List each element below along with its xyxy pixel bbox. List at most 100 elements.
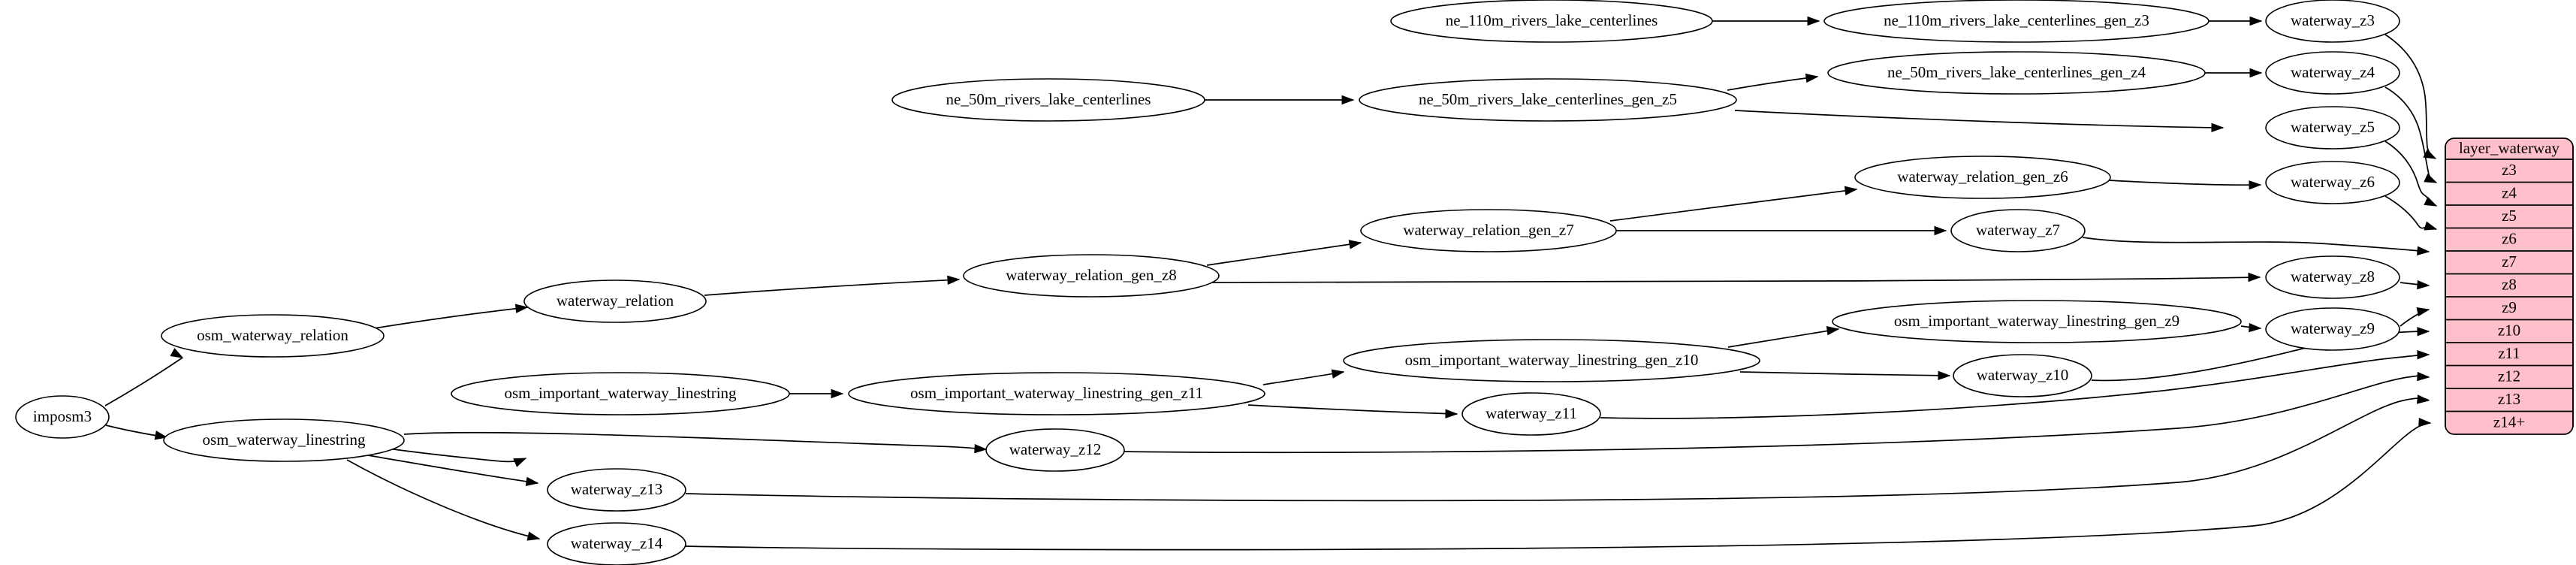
table-cell-label: z5 [2502,207,2517,225]
graph-node-osm_important_waterway_linestring_gen_z10[interactable]: osm_important_waterway_linestring_gen_z1… [1343,339,1760,382]
graph-edge [373,307,528,329]
graph-node-waterway_z8[interactable]: waterway_z8 [2265,255,2400,299]
table-cell-label: z4 [2502,184,2517,202]
graph-node-waterway_z14[interactable]: waterway_z14 [547,522,686,565]
graph-edge [1734,110,2224,128]
edge-arrowhead [1348,240,1362,249]
graph-node-waterway_z4[interactable]: waterway_z4 [2265,51,2400,95]
graph-node-osm_waterway_linestring[interactable]: osm_waterway_linestring [163,418,405,462]
table-row-z4[interactable]: z4 [2445,181,2573,202]
node-label: osm_important_waterway_linestring [504,384,737,402]
graph-node-waterway_z11[interactable]: waterway_z11 [1461,392,1601,436]
graph-node-ne_50m_rivers_lake_centerlines_gen_z4[interactable]: ne_50m_rivers_lake_centerlines_gen_z4 [1827,51,2206,95]
node-ellipse [2265,161,2400,204]
graph-edge [2384,34,2436,159]
graph-node-ne_110m_rivers_lake_centerlines[interactable]: ne_110m_rivers_lake_centerlines [1390,0,1713,43]
table-row-z9[interactable]: z9 [2445,296,2573,316]
node-label: osm_waterway_relation [197,326,348,344]
node-label: ne_110m_rivers_lake_centerlines [1446,11,1658,29]
node-ellipse [1823,0,2210,43]
table-cell-label: z7 [2502,252,2517,270]
table-row-z13[interactable]: z13 [2445,388,2573,408]
graph-node-waterway_relation_gen_z7[interactable]: waterway_relation_gen_z7 [1360,209,1617,252]
graph-node-waterway_z3[interactable]: waterway_z3 [2265,0,2400,43]
node-ellipse [1854,156,2111,199]
node-ellipse [451,372,790,415]
table-row-z7[interactable]: z7 [2445,250,2573,270]
graph-node-osm_important_waterway_linestring_gen_z9[interactable]: osm_important_waterway_linestring_gen_z9 [1832,300,2242,343]
table-row-z3[interactable]: z3 [2445,159,2573,179]
node-label: waterway_z6 [2291,173,2375,191]
node-label: waterway_z14 [571,534,663,552]
edge-arrowhead [2417,371,2430,382]
edge-arrowhead [2249,16,2263,26]
graph-edge [388,448,526,463]
node-ellipse [2265,255,2400,299]
edge-arrowhead [2417,246,2430,255]
table-cell-label: z12 [2498,367,2520,385]
edge-arrowhead [1938,370,1951,381]
table-row-z12[interactable]: z12 [2445,364,2573,385]
graph-node-osm_important_waterway_linestring[interactable]: osm_important_waterway_linestring [451,372,790,415]
graph-node-waterway_z5[interactable]: waterway_z5 [2265,106,2400,150]
node-label: osm_important_waterway_linestring_gen_z1… [910,384,1203,402]
node-ellipse [163,418,405,462]
node-ellipse [2265,307,2400,351]
node-ellipse [1359,78,1737,122]
graph-node-waterway_z9[interactable]: waterway_z9 [2265,307,2400,351]
edge-arrowhead [2249,322,2262,333]
node-label: waterway_z3 [2291,11,2375,29]
graph-node-waterway_relation[interactable]: waterway_relation [523,279,707,323]
graph-edge [367,455,538,484]
table-cell-label: z3 [2502,161,2517,179]
table-row-z11[interactable]: z11 [2445,342,2573,362]
node-label: waterway_z13 [571,480,662,498]
node-ellipse [1461,392,1601,436]
edge-arrowhead [1807,16,1820,26]
layer-waterway-table: layer_waterwayz3z4z5z6z7z8z9z10z11z12z13… [2445,137,2574,435]
node-label: waterway_z8 [2291,267,2375,286]
table-row-z10[interactable]: z10 [2445,319,2573,340]
graph-edge [1727,328,1839,348]
table-cell-label: z11 [2498,344,2520,362]
edge-arrowhead [1331,369,1345,379]
graph-node-waterway_z10[interactable]: waterway_z10 [1953,354,2092,397]
graph-node-waterway_relation_gen_z6[interactable]: waterway_relation_gen_z6 [1854,156,2111,199]
node-label: ne_50m_rivers_lake_centerlines_gen_z4 [1887,63,2146,81]
node-ellipse [2265,106,2400,150]
graph-node-ne_50m_rivers_lake_centerlines[interactable]: ne_50m_rivers_lake_centerlines [891,78,1205,122]
graph-node-ne_110m_rivers_lake_centerlines_gen_z3[interactable]: ne_110m_rivers_lake_centerlines_gen_z3 [1823,0,2210,43]
node-ellipse [1360,209,1617,252]
node-label: waterway_z9 [2291,319,2375,337]
node-ellipse [2265,51,2400,95]
node-label: ne_50m_rivers_lake_centerlines [946,90,1151,108]
graph-edge [2082,237,2430,252]
table-cell-label: z13 [2498,390,2520,408]
edge-arrowhead [2423,149,2437,159]
table-row-z14+[interactable]: z14+ [2445,410,2573,431]
table-row-z6[interactable]: z6 [2445,227,2573,248]
edge-arrowhead [2424,196,2438,207]
graph-node-waterway_relation_gen_z8[interactable]: waterway_relation_gen_z8 [963,254,1220,298]
edge-arrowhead [2416,394,2430,404]
graph-node-waterway_z12[interactable]: waterway_z12 [985,428,1125,472]
graph-node-waterway_z6[interactable]: waterway_z6 [2265,161,2400,204]
table-row-z8[interactable]: z8 [2445,273,2573,294]
graph-node-waterway_z13[interactable]: waterway_z13 [547,468,686,512]
graph-node-waterway_z7[interactable]: waterway_z7 [1950,209,2086,252]
node-label: waterway_z12 [1009,440,1101,458]
edge-arrowhead [1934,225,1947,236]
node-ellipse [2265,0,2400,43]
edge-arrowhead [974,444,988,454]
node-label: ne_50m_rivers_lake_centerlines_gen_z5 [1419,90,1677,108]
table-row-z5[interactable]: z5 [2445,204,2573,225]
graph-node-imposm3[interactable]: imposm3 [15,395,110,439]
graph-node-ne_50m_rivers_lake_centerlines_gen_z5[interactable]: ne_50m_rivers_lake_centerlines_gen_z5 [1359,78,1737,122]
graph-node-osm_important_waterway_linestring_gen_z11[interactable]: osm_important_waterway_linestring_gen_z1… [848,372,1265,415]
node-ellipse [547,522,686,565]
edge-arrowhead [1805,73,1819,83]
table-cell-label: z14+ [2493,413,2525,431]
graph-node-osm_waterway_relation[interactable]: osm_waterway_relation [161,314,385,358]
edge-arrowhead [831,388,844,399]
node-ellipse [848,372,1265,415]
